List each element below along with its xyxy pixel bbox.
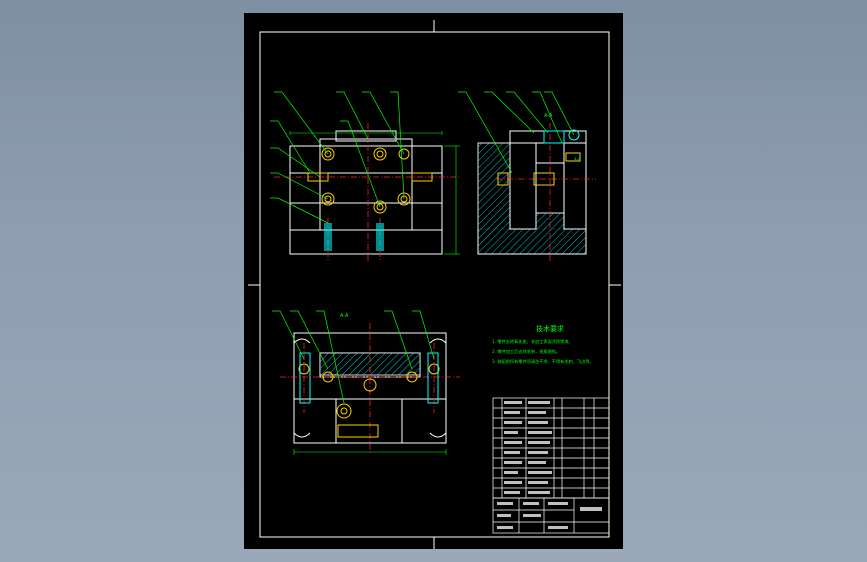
section-label-top: A-A — [340, 313, 349, 319]
drawing-sheet: 技术要求 1. 零件去除氧化皮，非加工表面涂防锈漆。 2. 零件加工后去除毛刺，… — [244, 13, 623, 549]
section-label-side: A-A — [544, 113, 553, 119]
notes-line-1: 1. 零件去除氧化皮，非加工表面涂防锈漆。 — [492, 338, 573, 345]
drawing-canvas: 技术要求 1. 零件去除氧化皮，非加工表面涂防锈漆。 2. 零件加工后去除毛刺，… — [248, 20, 621, 549]
side-section-hatch — [477, 142, 587, 255]
section-label-detail: A-A — [574, 157, 581, 162]
title-block — [492, 497, 610, 534]
side-view — [458, 91, 596, 261]
title-block-text — [497, 502, 602, 529]
notes-title: 技术要求 — [536, 324, 564, 333]
notes-line-3: 3. 装配前所有零件须清洗干净，不得有毛刺、飞边等。 — [492, 358, 594, 365]
parts-list-text — [504, 401, 552, 494]
front-view — [270, 91, 460, 261]
top-view — [272, 310, 460, 455]
frame-tick-marks — [248, 20, 621, 549]
notes-line-2: 2. 零件加工后去除毛刺，锐角倒钝。 — [492, 348, 560, 355]
technical-notes: 技术要求 1. 零件去除氧化皮，非加工表面涂防锈漆。 2. 零件加工后去除毛刺，… — [492, 324, 594, 365]
drawing-frame — [259, 31, 610, 538]
